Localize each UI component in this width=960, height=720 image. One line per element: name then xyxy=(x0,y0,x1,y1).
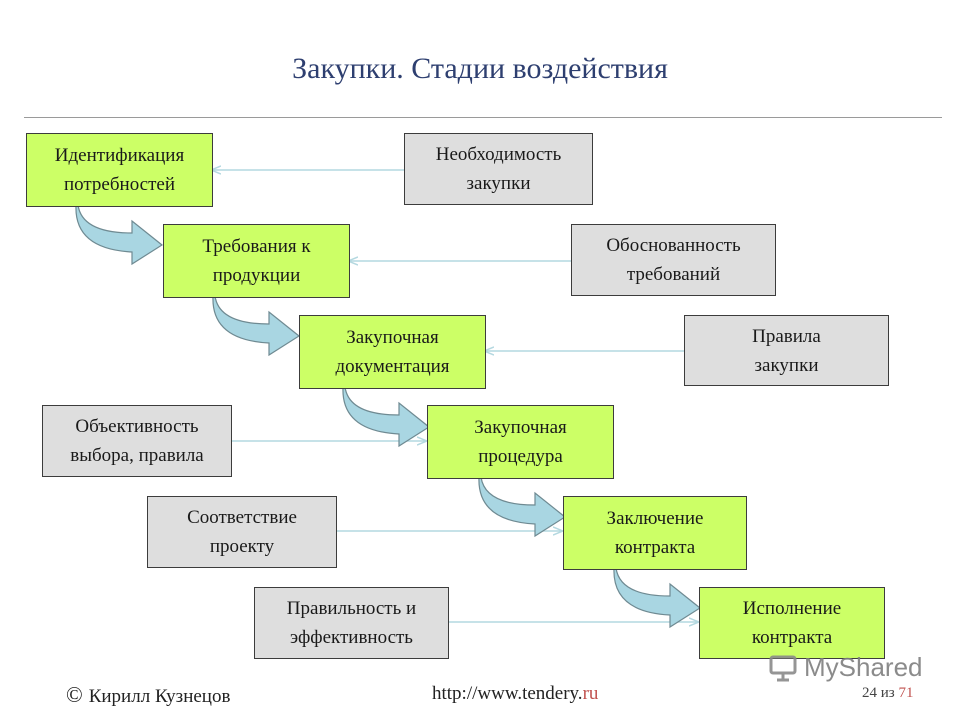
watermark-text: MyShared xyxy=(804,652,923,682)
factor-line: закупки xyxy=(754,354,819,376)
factor-line: Обоснованность xyxy=(606,235,741,256)
factor-box-efficiency: Правильность и эффективность xyxy=(254,587,449,659)
factor-line: проекту xyxy=(209,536,275,557)
page-number: 24 xyxy=(862,685,877,701)
factor-line: Объективность xyxy=(75,416,199,437)
stage-line: Закупочная xyxy=(474,417,567,438)
factor-box-compliance: Соответствие проекту xyxy=(147,496,337,568)
stage-line: Идентификация xyxy=(54,145,185,166)
watermark-logo: MyShared xyxy=(768,652,923,683)
stage-line: Исполнение xyxy=(742,598,842,619)
stage-line: контракта xyxy=(614,537,696,558)
factor-box-objectivity: Объективность выбора, правила xyxy=(42,405,232,477)
factor-line: требований xyxy=(626,264,721,285)
title-divider xyxy=(24,117,942,118)
stage-line: продукции xyxy=(212,265,301,286)
factor-line: эффективность xyxy=(290,627,413,648)
stage-line: Заключение xyxy=(606,508,704,529)
stage-box-documentation: Закупочная документация xyxy=(299,315,486,389)
factor-line: Правильность и xyxy=(286,598,417,619)
curved-arrow-5 xyxy=(613,567,702,629)
curved-arrow-2 xyxy=(212,295,301,357)
stage-line: контракта xyxy=(751,627,833,648)
curved-arrow-3 xyxy=(342,386,431,448)
factor-line: Соответствие xyxy=(187,507,297,528)
author-name: Кирилл Кузнецов xyxy=(88,686,231,707)
factor-box-justification: Обоснованность требований xyxy=(571,224,776,296)
factor-line: выбора, правила xyxy=(70,445,204,466)
stage-box-requirements: Требования к продукции xyxy=(163,224,350,298)
url-prefix: http://www.tendery. xyxy=(432,683,583,704)
page-total: 71 xyxy=(898,685,914,701)
slide-title: Закупки. Стадии воздействия xyxy=(292,52,668,85)
stage-line: потребностей xyxy=(63,174,176,195)
stage-line: Требования к xyxy=(202,236,311,257)
page-of-label: из xyxy=(880,685,895,701)
stage-box-contract-execution: Исполнение контракта xyxy=(699,587,885,659)
stage-box-contract-signing: Заключение контракта xyxy=(563,496,747,570)
copyright-symbol: © xyxy=(66,682,83,707)
stage-line: Закупочная xyxy=(346,327,439,348)
stage-line: документация xyxy=(335,356,450,377)
curved-arrow-4 xyxy=(478,476,567,538)
page-counter: 24 из 71 xyxy=(862,685,913,702)
stage-line: процедура xyxy=(478,446,563,467)
factor-line: закупки xyxy=(466,173,531,194)
factor-box-necessity: Необходимость закупки xyxy=(404,133,593,205)
factor-line: Правила xyxy=(752,325,821,347)
footer-author: ©Кирилл Кузнецов xyxy=(66,682,230,708)
stage-box-identification: Идентификация потребностей xyxy=(26,133,213,207)
url-tld: ru xyxy=(582,683,599,704)
curved-arrow-1 xyxy=(75,204,164,266)
stage-box-procedure: Закупочная процедура xyxy=(427,405,614,479)
factor-box-rules: Правила закупки xyxy=(684,315,889,386)
factor-line: Необходимость xyxy=(435,144,562,165)
presentation-board-icon xyxy=(769,655,797,681)
footer-url[interactable]: http://www.tendery.ru xyxy=(432,683,598,705)
